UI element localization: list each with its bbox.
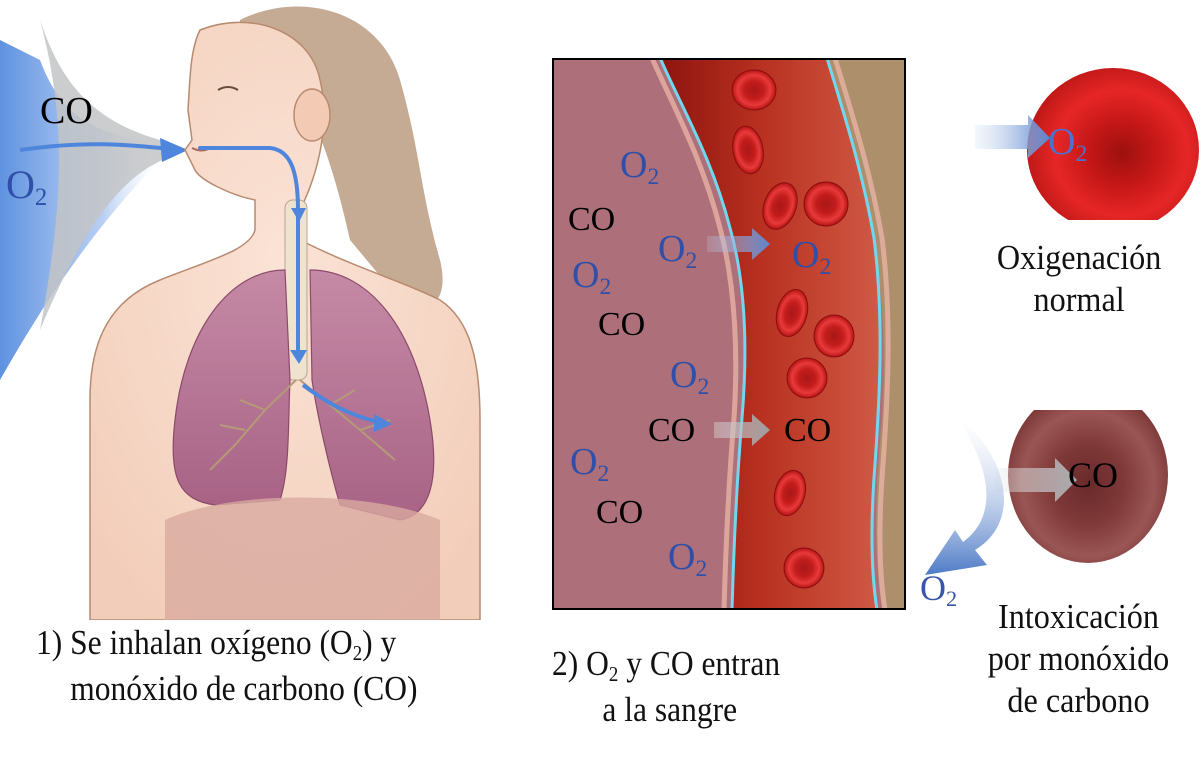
tissue-o2-label-2: O2 xyxy=(658,228,698,274)
inhaled-o2-label: O2 xyxy=(6,162,47,210)
blood-vessel-illustration xyxy=(552,58,906,610)
tissue-o2-label-6: O2 xyxy=(668,536,708,582)
panel-inhalation: CO O2 xyxy=(0,0,520,620)
tissue-co-label-2: CO xyxy=(598,306,646,343)
red-blood-cells xyxy=(731,69,855,589)
tissue-o2-label-1: O2 xyxy=(620,144,660,190)
caption-normal-oxygenation: Oxigenación normal xyxy=(977,237,1181,321)
normal-red-blood-cell xyxy=(975,68,1199,220)
caption-step-1: 1) Se inhalan oxígeno (O2) y monóxido de… xyxy=(36,622,418,710)
inhalation-illustration xyxy=(0,6,481,620)
poisoned-red-blood-cell xyxy=(925,410,1168,575)
caption-step-1-line2: monóxido de carbono (CO) xyxy=(70,669,418,708)
caption-co-poisoning: Intoxicación por monóxido de carbono xyxy=(975,596,1182,722)
caption-step-2: 2) O2 y CO entran a la sangre xyxy=(552,643,780,731)
o2-base: O xyxy=(6,162,35,207)
normal-o2-label: O2 xyxy=(1048,121,1088,167)
panel-blood-vessel: O2 CO O2 O2 O2 CO O2 CO CO O2 CO O2 xyxy=(552,58,906,610)
inhaled-co-label: CO xyxy=(40,90,93,132)
caption-step-1-line1: 1) Se inhalan oxígeno (O2) y xyxy=(36,623,397,666)
tissue-co-label-4: CO xyxy=(596,494,644,531)
o2-subscript: 2 xyxy=(34,183,48,211)
caption-poisoning-line2: por monóxido xyxy=(987,639,1170,678)
caption-step-2-line2: a la sangre xyxy=(602,690,738,729)
caption-poisoning-line1: Intoxicación xyxy=(998,597,1159,636)
caption-step-2-line1: 2) O2 y CO entran xyxy=(552,644,781,687)
released-o2-label: O2 xyxy=(920,568,958,612)
poisoned-co-label: CO xyxy=(1068,455,1119,495)
panel-co-poisoning: CO O2 xyxy=(915,410,1200,620)
tissue-o2-label-5: O2 xyxy=(570,441,610,487)
tissue-o2-label-4: O2 xyxy=(670,354,710,400)
tissue-o2-label-3: O2 xyxy=(572,254,612,300)
panel-normal-oxygenation: O2 xyxy=(970,40,1200,320)
vessel-o2-label: O2 xyxy=(792,234,832,280)
caption-normal-line2: normal xyxy=(1033,280,1125,319)
tissue-co-label-1: CO xyxy=(568,201,616,238)
vessel-co-label: CO xyxy=(784,412,832,449)
caption-normal-line1: Oxigenación xyxy=(996,238,1162,277)
tissue-co-label-3: CO xyxy=(648,412,696,449)
caption-poisoning-line3: de carbono xyxy=(1007,681,1150,720)
